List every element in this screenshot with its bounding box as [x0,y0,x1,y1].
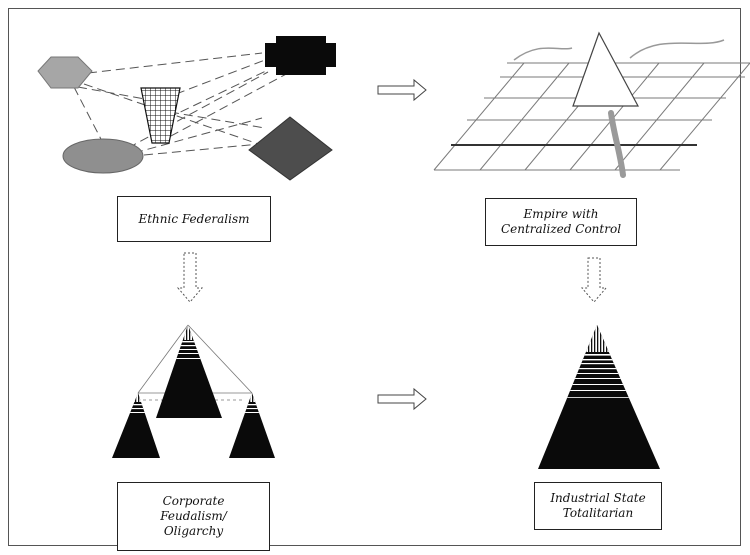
label-corporate-line-2: Feudalism/ [160,509,227,523]
control-triangle [572,31,640,107]
empire-grid-figure [433,31,750,178]
arrow-down-right [580,257,608,303]
label-empire-line-2: Centralized Control [500,222,622,236]
middle-pyramid [156,325,222,418]
black-rect-shape [265,36,336,75]
diamond-shape [248,116,333,181]
label-industrial-line-2: Totalitarian [562,506,634,520]
label-ethnic-federalism: Ethnic Federalism [117,196,271,242]
ellipse-shape [62,138,144,174]
arrow-right-top [377,78,427,102]
perspective-grid [433,62,750,171]
control-stem [608,110,626,178]
industrial-pyramid [538,325,660,469]
label-corporate-line-1: Corporate [162,494,225,508]
label-ethnic-federalism-line-1: Ethnic Federalism [138,211,250,226]
right-pyramid [229,393,275,458]
grid-ridge-left [513,47,573,61]
label-corporate-line-3: Oligarchy [163,524,224,538]
hexagon-shape [37,56,93,89]
label-industrial-line-1: Industrial State [550,491,646,505]
network-links [73,52,291,156]
label-corporate-feudalism: Corporate Feudalism/ Oligarchy [117,482,270,551]
arrow-right-bottom [377,387,427,411]
diagram-frame [8,8,741,546]
left-pyramid [112,393,160,458]
ethnic-federalism-network [37,36,336,181]
arrow-down-left [176,252,204,303]
label-empire-line-1: Empire with [523,207,599,221]
grid-ridge-right [629,39,725,59]
label-industrial-state: Industrial State Totalitarian [534,482,662,530]
corporate-pyramids [112,324,275,458]
trapezoid-grid-shape [140,87,181,144]
label-empire-centralized-control: Empire with Centralized Control [485,198,637,246]
